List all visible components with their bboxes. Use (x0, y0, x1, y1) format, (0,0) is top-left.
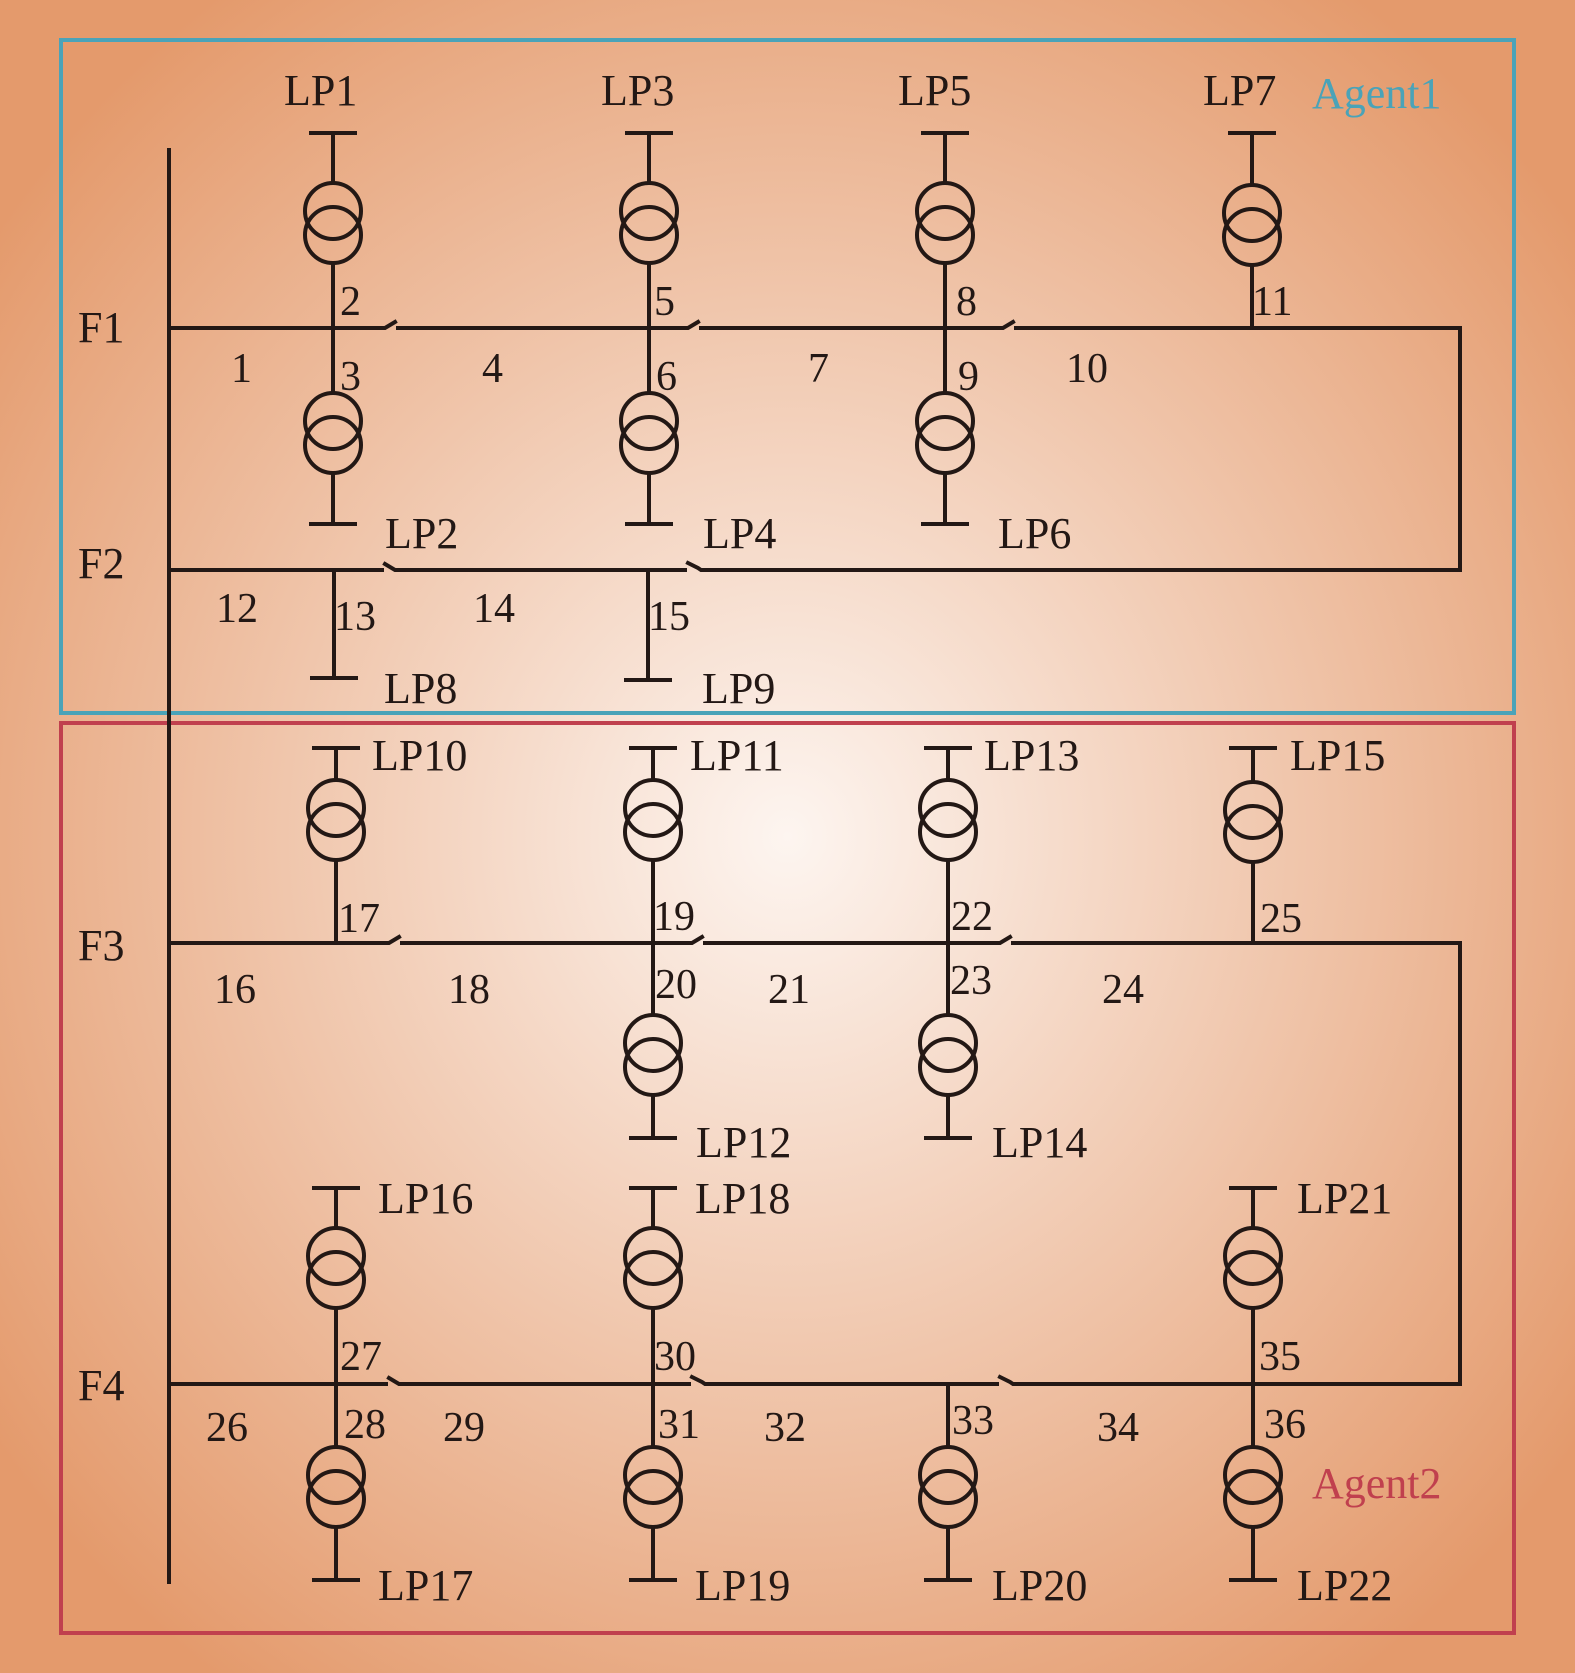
branch-number: 32 (764, 1405, 806, 1451)
transformer-winding (623, 778, 683, 838)
agent2-label: Agent2 (1312, 1459, 1442, 1508)
agent1-label: Agent1 (1312, 69, 1442, 118)
lp-label: LP2 (385, 509, 458, 558)
transformer-winding (1223, 780, 1283, 840)
branch-number: 22 (951, 894, 993, 940)
branch-number: 33 (952, 1398, 994, 1444)
lp-label: LP6 (998, 509, 1071, 558)
branch-number: 27 (340, 1334, 382, 1380)
branch-number: 4 (482, 346, 503, 392)
branch-number: 16 (214, 967, 256, 1013)
branch-number: 12 (216, 586, 258, 632)
branch-number: 6 (656, 354, 677, 400)
lp-label: LP15 (1290, 731, 1385, 780)
branch-number: 36 (1264, 1402, 1306, 1448)
transformer-winding (1223, 1445, 1283, 1505)
branch-number: 23 (950, 958, 992, 1004)
lp-label: LP11 (690, 731, 784, 780)
branch-number: 21 (768, 967, 810, 1013)
branch-number: 10 (1066, 346, 1108, 392)
branch-number: 18 (448, 967, 490, 1013)
lp-label: LP10 (372, 731, 467, 780)
branch-number: 29 (443, 1405, 485, 1451)
lp-label: LP8 (384, 664, 457, 713)
transformer-winding (918, 1013, 978, 1073)
lp-label: LP1 (284, 66, 357, 115)
branch-number: 30 (654, 1334, 696, 1380)
branch-number: 14 (473, 586, 515, 632)
branch-number: 35 (1259, 1334, 1301, 1380)
branch-number: 3 (340, 354, 361, 400)
branch-number: 13 (334, 594, 376, 640)
transformer-winding (306, 1226, 366, 1286)
transformer-winding (619, 391, 679, 451)
feeder-label-f2: F2 (78, 539, 124, 588)
lp-label: LP12 (696, 1118, 791, 1167)
lp-label: LP3 (601, 66, 674, 115)
load-point-branches (303, 131, 1283, 1582)
lp-label: LP9 (702, 664, 775, 713)
transformer-winding (1222, 183, 1282, 243)
lp-label: LP17 (378, 1561, 473, 1610)
feeder-f1-line (167, 319, 1462, 572)
lp-label: LP5 (898, 66, 971, 115)
branch-number: 5 (654, 279, 675, 325)
lp-label: LP14 (992, 1118, 1087, 1167)
lp-label: LP7 (1203, 66, 1276, 115)
branch-number: 26 (206, 1405, 248, 1451)
lp-label: LP19 (695, 1561, 790, 1610)
branch-number: 31 (658, 1402, 700, 1448)
transformer-winding (303, 181, 363, 241)
feeder-f3-line (167, 934, 1462, 1386)
branch-number: 1 (231, 346, 252, 392)
feeder-label-f4: F4 (78, 1361, 124, 1410)
agent1-region (59, 38, 1516, 715)
feeder-label-f1: F1 (78, 303, 124, 352)
branch-number: 7 (808, 346, 829, 392)
branch-number: 25 (1260, 896, 1302, 942)
branch-number: 11 (1252, 279, 1292, 325)
branch-number: 17 (338, 896, 380, 942)
transformer-winding (623, 1013, 683, 1073)
feeder-label-f3: F3 (78, 921, 124, 970)
transformer-winding (623, 1226, 683, 1286)
branch-number: 15 (648, 594, 690, 640)
branch-number: 19 (653, 894, 695, 940)
branch-number: 9 (958, 354, 979, 400)
agent2-region (59, 721, 1516, 1635)
transformer-winding (918, 778, 978, 838)
branch-number: 20 (655, 962, 697, 1008)
lp-label: LP22 (1297, 1561, 1392, 1610)
transformer-winding (918, 1445, 978, 1505)
transformer-winding (303, 391, 363, 451)
transformer-winding (915, 391, 975, 451)
lp-label: LP4 (703, 509, 776, 558)
branch-number: 34 (1097, 1405, 1139, 1451)
lp-label: LP18 (695, 1174, 790, 1223)
transformer-winding (915, 181, 975, 241)
branch-number: 8 (956, 279, 977, 325)
feeder-lines (167, 319, 1462, 1386)
transformer-winding (306, 778, 366, 838)
transformer-winding (619, 181, 679, 241)
lp-label: LP13 (984, 731, 1079, 780)
transformer-winding (306, 1445, 366, 1505)
branch-number: 28 (344, 1402, 386, 1448)
transformer-winding (1223, 1226, 1283, 1286)
lp-label: LP21 (1297, 1174, 1392, 1223)
branch-number: 24 (1102, 967, 1144, 1013)
branch-number: 2 (340, 279, 361, 325)
transformer-winding (623, 1445, 683, 1505)
lp-label: LP16 (378, 1174, 473, 1223)
lp-label: LP20 (992, 1561, 1087, 1610)
